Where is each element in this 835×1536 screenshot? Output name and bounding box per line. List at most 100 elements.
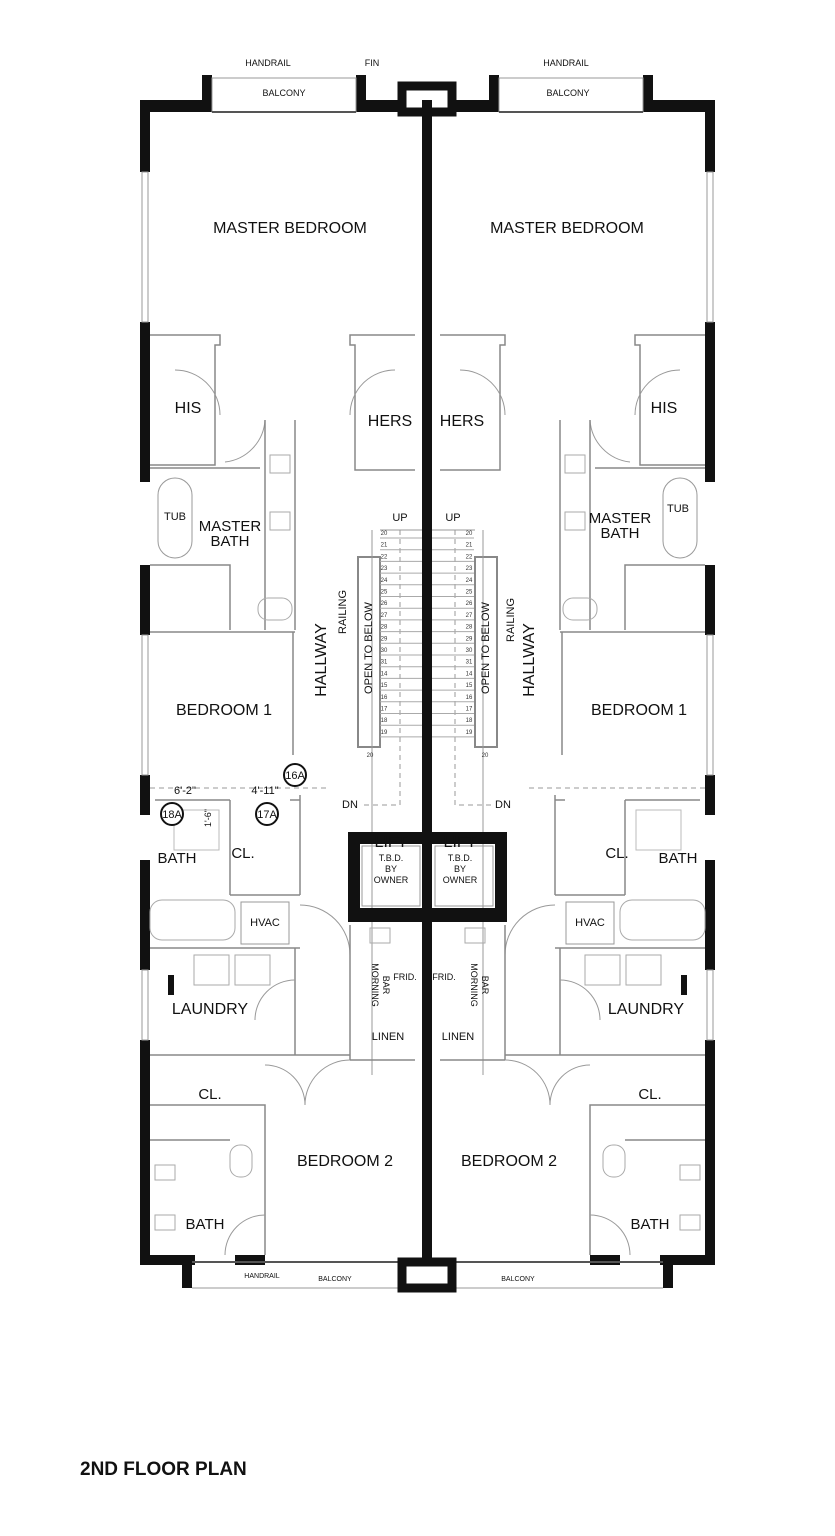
morning-bar-left-1: MORNING: [370, 963, 380, 1007]
room-master-bath-right-2: BATH: [601, 525, 640, 542]
stair-number: 30: [381, 648, 388, 654]
stair-number: 16: [381, 695, 388, 701]
hvac-right: HVAC: [575, 917, 605, 929]
stair-number: 18: [381, 718, 388, 724]
stair-number: 30: [466, 648, 473, 654]
handrail-label-left: HANDRAIL: [245, 58, 291, 68]
room-bath2-right: BATH: [631, 1216, 670, 1233]
hallway-left: HALLWAY: [313, 623, 330, 697]
stair-number: 27: [466, 613, 473, 619]
hallway-right: HALLWAY: [521, 623, 538, 697]
stair-number: 26: [466, 601, 473, 607]
stair-number: 27: [381, 613, 388, 619]
room-bath-left: BATH: [158, 850, 197, 867]
balcony-label-left: BALCONY: [262, 88, 305, 98]
stair-number: 24: [466, 578, 473, 584]
stair-number: 20: [466, 531, 473, 537]
tub-right: TUB: [667, 503, 689, 515]
stair-number: 23: [466, 566, 473, 572]
linen-right: LINEN: [442, 1031, 474, 1043]
stair-number: 17: [466, 707, 473, 713]
handrail-label-right: HANDRAIL: [543, 58, 589, 68]
room-bath2-left: BATH: [186, 1216, 225, 1233]
room-master-bath-left-1: MASTER: [199, 518, 262, 535]
lift-right: LIFT: [444, 834, 477, 851]
tub-left: TUB: [164, 511, 186, 523]
stair-number: 31: [466, 660, 473, 666]
lift-note-left-1: T.B.D.: [379, 853, 404, 863]
stair-landing-number: 20: [367, 753, 374, 759]
stair-number: 25: [466, 590, 473, 596]
stair-number: 24: [381, 578, 388, 584]
dn-left: DN: [342, 799, 358, 811]
room-laundry-left: LAUNDRY: [172, 1001, 249, 1018]
open-to-below-left: OPEN TO BELOW: [363, 601, 375, 694]
room-his-left: HIS: [175, 400, 202, 417]
balcony-label-bottom-right: BALCONY: [501, 1276, 535, 1283]
lift-note-left-3: OWNER: [374, 875, 409, 885]
open-to-below-right: OPEN TO BELOW: [480, 601, 492, 694]
party-wall: [422, 100, 432, 1265]
stair-number: 18: [466, 718, 473, 724]
room-bedroom2-left: BEDROOM 2: [297, 1153, 393, 1170]
tag-16a: 16A: [285, 770, 305, 782]
dimension-4-11: 4'-11": [251, 785, 278, 797]
room-closet2-left: CL.: [198, 1086, 221, 1103]
room-bedroom1-left: BEDROOM 1: [176, 702, 272, 719]
room-bedroom1-right: BEDROOM 1: [591, 702, 687, 719]
room-hers-right: HERS: [440, 413, 484, 430]
dn-right: DN: [495, 799, 511, 811]
tag-17a: 17A: [257, 809, 277, 821]
fin-bottom: [397, 1257, 457, 1293]
room-closet-right: CL.: [605, 845, 628, 862]
stair-landing-number: 20: [482, 753, 489, 759]
room-master-bath-right-1: MASTER: [589, 510, 652, 527]
room-closet2-right: CL.: [638, 1086, 661, 1103]
stair-number: 25: [381, 590, 388, 596]
lift-note-right-2: BY: [454, 864, 466, 874]
stair-number: 28: [381, 625, 388, 631]
stair-number: 19: [466, 730, 473, 736]
room-bedroom2-right: BEDROOM 2: [461, 1153, 557, 1170]
lift-note-right-3: OWNER: [443, 875, 478, 885]
stair-number: 16: [466, 695, 473, 701]
room-laundry-right: LAUNDRY: [608, 1001, 685, 1018]
dimension-1-6: 1'-6": [203, 809, 213, 827]
right-unit-walls: [426, 74, 716, 1289]
fin-top: [397, 81, 457, 117]
linen-left: LINEN: [372, 1031, 404, 1043]
stair-number: 29: [381, 636, 388, 642]
balcony-label-right: BALCONY: [546, 88, 589, 98]
stair-number: 28: [466, 625, 473, 631]
stair-number: 22: [381, 554, 388, 560]
room-hers-left: HERS: [368, 413, 412, 430]
morning-bar-right-1: MORNING: [469, 963, 479, 1007]
frid-left: FRID.: [393, 972, 417, 982]
up-right: UP: [445, 512, 460, 524]
room-closet-left: CL.: [231, 845, 254, 862]
stair-number: 21: [381, 543, 388, 549]
dimension-6-2: 6'-2": [174, 785, 196, 797]
hvac-left: HVAC: [250, 917, 280, 929]
stair-number: 29: [466, 636, 473, 642]
stair-number: 31: [381, 660, 388, 666]
room-master-bath-left-2: BATH: [211, 533, 250, 550]
stair-number: 19: [381, 730, 388, 736]
lift-note-right-1: T.B.D.: [448, 853, 473, 863]
room-bath-right: BATH: [659, 850, 698, 867]
stair-number: 15: [381, 683, 388, 689]
railing-left: RAILING: [337, 590, 349, 634]
morning-bar-right-2: BAR: [480, 976, 490, 995]
stair-number: 15: [466, 683, 473, 689]
stair-number: 26: [381, 601, 388, 607]
stair-number: 14: [381, 671, 388, 677]
plan-title: 2ND FLOOR PLAN: [80, 1459, 247, 1480]
balcony-label-bottom-left: BALCONY: [318, 1276, 352, 1283]
left-unit-walls: [139, 74, 429, 1289]
stair-number: 23: [381, 566, 388, 572]
stair-number: 22: [466, 554, 473, 560]
lift-left: LIFT: [375, 834, 408, 851]
fin-label: FIN: [365, 58, 380, 68]
